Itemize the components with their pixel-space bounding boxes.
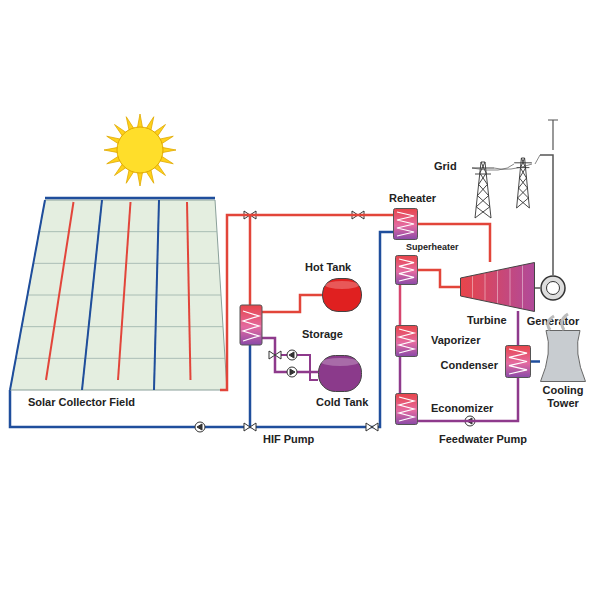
- generator-symbol-outline: [540, 275, 566, 301]
- pipe-connector: [399, 285, 402, 325]
- pipe-connector: [540, 155, 553, 275]
- pipe-connector: [230, 214, 393, 217]
- sun-symbol: [104, 114, 176, 186]
- heat-exchanger: Superheater: [395, 255, 418, 285]
- node-label: Economizer: [430, 402, 494, 415]
- cooling-tower: Cooling Tower: [540, 330, 586, 382]
- power-pylon-outline: [465, 150, 540, 220]
- power-pylon: Grid: [465, 150, 540, 220]
- grid-line: [548, 120, 558, 150]
- pipe-connector: [531, 360, 540, 363]
- heat-exchanger-outline: [395, 255, 418, 285]
- storage-tank: Cold Tank: [318, 355, 362, 392]
- node-label: Hot Tank: [304, 261, 352, 274]
- hot-tank-pipe: [262, 295, 322, 312]
- pipe-connector: [418, 270, 460, 287]
- heat-exchanger-coil: [243, 311, 259, 341]
- storage-heat-exchanger: [240, 305, 262, 345]
- cold-htf-pipe: [249, 345, 252, 427]
- pipe-connector: [418, 378, 518, 421]
- heat-exchanger-outline: [393, 208, 418, 240]
- cooling-tower-outline: [540, 330, 586, 382]
- storage-tank-outline: [318, 355, 362, 392]
- pipe-connector: [517, 311, 520, 345]
- heat-exchanger: Economizer: [395, 393, 418, 425]
- part-label: Storage: [301, 328, 344, 341]
- turbine-symbol: Turbine: [460, 262, 535, 312]
- heat-exchanger-outline: [505, 345, 531, 378]
- collector-field-outline: [5, 180, 230, 415]
- storage-tank: Hot Tank: [322, 278, 362, 312]
- part-label: HIF Pump: [262, 433, 315, 446]
- node-label: Reheater: [388, 192, 437, 205]
- node-label: Vaporizer: [430, 334, 482, 347]
- heat-exchanger: Vaporizer: [395, 325, 418, 357]
- pipe-connector: [535, 287, 540, 289]
- node-label: Condenser: [440, 359, 499, 372]
- part-label: Feedwater Pump: [438, 433, 528, 446]
- collector-field: Solar Collector Field: [5, 180, 230, 415]
- node-label: Grid: [433, 160, 458, 173]
- heat-exchanger: Reheater: [393, 208, 418, 240]
- node-label: Solar Collector Field: [27, 396, 136, 409]
- heat-exchanger-outline: [395, 325, 418, 357]
- heat-exchanger-outline: [395, 393, 418, 425]
- node-label: Cooling Tower: [536, 384, 590, 410]
- pipe-connector: [399, 357, 402, 393]
- node-label: Turbine: [466, 314, 508, 327]
- valve-symbols: [244, 211, 378, 431]
- generator-symbol: Generator: [540, 275, 566, 301]
- hot-htf-pipe: [249, 215, 252, 305]
- turbine-symbol-outline: [460, 262, 535, 312]
- node-label: Superheater: [405, 242, 460, 253]
- storage-tank-outline: [322, 278, 362, 312]
- node-label: Cold Tank: [315, 396, 369, 409]
- pump-symbols: [195, 350, 475, 432]
- heat-exchanger: Condenser: [505, 345, 531, 378]
